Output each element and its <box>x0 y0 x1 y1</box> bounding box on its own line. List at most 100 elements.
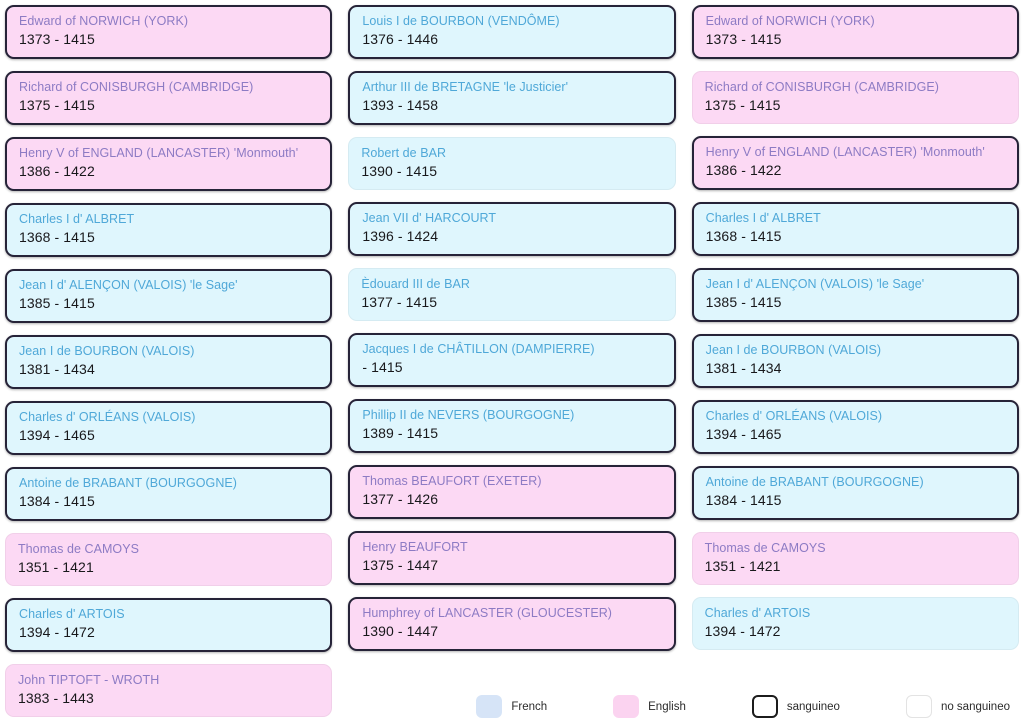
person-name: Charles I d' ALBRET <box>705 211 821 225</box>
person-card[interactable]: Arthur III de BRETAGNE 'le Justicier' 139… <box>348 71 676 125</box>
person-card[interactable]: Charles I d' ALBRET 1368 - 1415 <box>691 202 1019 256</box>
person-card[interactable]: Louis I de BOURBON (VENDÔME) 1376 - 1446 <box>348 5 676 59</box>
person-card[interactable]: Jean I de BOURBON (VALOIS) 1381 - 1434 <box>691 334 1019 388</box>
person-card[interactable]: Henry V of ENGLAND (LANCASTER) 'Monmouth… <box>691 136 1019 190</box>
person-dates: 1377 - 1415 <box>361 293 438 310</box>
person-name: Antoine de BRABANT (BOURGOGNE) <box>19 476 238 490</box>
person-name: Thomas de CAMOYS <box>704 540 826 555</box>
person-dates: 1394 - 1472 <box>19 624 95 640</box>
person-card[interactable]: Humphrey of LANCASTER (GLOUCESTER)1390 -… <box>348 597 676 651</box>
person-name: Jean VII d' HARCOURT <box>362 211 497 225</box>
person-card[interactable]: Thomas de CAMOYS 1351 - 1421 <box>691 532 1019 585</box>
person-card[interactable]: Edward of NORWICH (YORK) 1373 - 1415 <box>691 5 1019 59</box>
person-card[interactable]: Phillip II de NEVERS (BOURGOGNE) 1389 - 1… <box>348 399 676 453</box>
person-card[interactable]: Thomas de CAMOYS 1351 - 1421 <box>5 533 333 586</box>
person-card[interactable]: Antoine de BRABANT (BOURGOGNE)1384 - 141… <box>5 467 333 521</box>
person-card[interactable]: Jacques I de CHÂTILLON (DAMPIERRE) - 1415 <box>348 333 676 387</box>
person-name: Charles d' ORLÉANS (VALOIS) <box>705 409 883 423</box>
legend-swatch-sanguineo-icon <box>751 695 778 718</box>
person-name: Charles d' ARTOIS <box>19 607 125 621</box>
person-card[interactable]: Charles d' ORLÉANS (VALOIS) 1394 - 1465 <box>691 400 1019 454</box>
person-dates: 1394 - 1472 <box>704 622 781 639</box>
person-card[interactable]: Jean I de BOURBON (VALOIS) 1381 - 1434 <box>5 335 333 389</box>
legend-item-no-sanguineo[interactable]: no sanguineo <box>905 695 1010 718</box>
person-dates: 1396 - 1424 <box>362 228 439 244</box>
person-name: Edward of NORWICH (YORK) <box>19 14 189 28</box>
person-dates: 1376 - 1446 <box>362 31 439 47</box>
person-card[interactable]: Edward of NORWICH (YORK) 1373 - 1415 <box>5 5 333 59</box>
person-name: Richard of CONISBURGH (CAMBRIDGE) <box>704 79 939 94</box>
person-card[interactable]: Henry BEAUFORT 1375 - 1447 <box>348 531 676 585</box>
person-dates: 1368 - 1415 <box>705 228 782 244</box>
person-dates: 1375 - 1415 <box>19 97 95 113</box>
person-card[interactable]: Robert de BAR 1390 - 1415 <box>348 137 676 190</box>
person-name: Thomas de CAMOYS <box>18 541 139 556</box>
person-dates: - 1415 <box>362 359 403 375</box>
legend: French English sanguineo no sanguineo <box>0 695 1024 718</box>
person-name: Jean I d' ALENÇON (VALOIS) 'le Sage' <box>705 277 925 291</box>
person-card[interactable]: Jean I d' ALENÇON (VALOIS) 'le Sage'1385… <box>691 268 1019 322</box>
person-dates: 1381 - 1434 <box>19 361 95 377</box>
legend-label: English <box>648 700 686 713</box>
person-name: Robert de BAR <box>361 145 447 160</box>
person-dates: 1386 - 1422 <box>705 162 782 178</box>
person-name: Èdouard III de BAR <box>361 276 470 291</box>
person-dates: 1375 - 1415 <box>704 96 781 113</box>
person-dates: 1373 - 1415 <box>705 31 782 47</box>
person-dates: 1393 - 1458 <box>362 97 439 113</box>
person-card[interactable]: Charles d' ARTOIS 1394 - 1472 <box>5 598 333 652</box>
legend-swatch-french-icon <box>476 695 503 718</box>
person-dates: 1381 - 1434 <box>705 360 782 376</box>
person-dates: 1389 - 1415 <box>362 425 439 441</box>
person-dates: 1390 - 1447 <box>362 623 439 639</box>
legend-label: sanguineo <box>786 700 840 713</box>
person-name: Jean I de BOURBON (VALOIS) <box>705 343 882 357</box>
legend-item-french[interactable]: French <box>476 695 547 718</box>
person-card[interactable]: Èdouard III de BAR 1377 - 1415 <box>348 268 676 321</box>
legend-label: French <box>511 700 548 713</box>
person-dates: 1373 - 1415 <box>19 31 95 47</box>
person-card[interactable]: Charles I d' ALBRET 1368 - 1415 <box>5 203 333 257</box>
person-name: Charles I d' ALBRET <box>19 212 135 226</box>
legend-item-english[interactable]: English <box>613 695 686 718</box>
person-name: Richard of CONISBURGH (CAMBRIDGE) <box>19 80 254 94</box>
person-card[interactable]: Jean I d' ALENÇON (VALOIS) 'le Sage'1385… <box>5 269 333 323</box>
person-name: Henry BEAUFORT <box>362 540 468 554</box>
legend-swatch-english-icon <box>613 695 640 718</box>
person-dates: 1368 - 1415 <box>19 229 95 245</box>
person-card[interactable]: Charles d' ARTOIS 1394 - 1472 <box>691 597 1019 650</box>
person-card[interactable]: Richard of CONISBURGH (CAMBRIDGE) 1375 - … <box>691 71 1019 124</box>
legend-item-sanguineo[interactable]: sanguineo <box>751 695 840 718</box>
person-card[interactable]: Thomas BEAUFORT (EXETER)1377 - 1426 <box>348 465 676 519</box>
person-dates: 1351 - 1421 <box>704 557 781 574</box>
person-card[interactable]: Henry V of ENGLAND (LANCASTER) 'Monmouth… <box>5 137 333 191</box>
legend-swatch-no-sanguineo-icon <box>905 695 932 718</box>
person-dates: 1390 - 1415 <box>361 162 438 179</box>
person-name: Charles d' ORLÉANS (VALOIS) <box>19 410 196 424</box>
person-name: Charles d' ARTOIS <box>704 605 811 620</box>
person-name: Phillip II de NEVERS (BOURGOGNE) <box>362 408 575 422</box>
person-name: Arthur III de BRETAGNE 'le Justicier' <box>362 80 569 94</box>
person-card[interactable]: Jean VII d' HARCOURT 1396 - 1424 <box>348 202 676 256</box>
person-name: Thomas BEAUFORT (EXETER) <box>362 474 542 488</box>
person-dates: 1384 - 1415 <box>705 492 782 508</box>
person-dates: 1351 - 1421 <box>18 558 94 575</box>
person-name: Edward of NORWICH (YORK) <box>705 14 875 28</box>
person-name: Antoine de BRABANT (BOURGOGNE) <box>705 475 924 489</box>
person-dates: 1375 - 1447 <box>362 557 439 573</box>
legend-label: no sanguineo <box>940 700 1010 713</box>
person-dates: 1383 - 1443 <box>18 689 94 706</box>
person-name: Henry V of ENGLAND (LANCASTER) 'Monmouth… <box>705 145 985 159</box>
person-name: Jean I de BOURBON (VALOIS) <box>19 344 195 358</box>
person-card[interactable]: Antoine de BRABANT (BOURGOGNE) 1384 - 141… <box>691 466 1019 520</box>
person-card[interactable]: Charles d' ORLÉANS (VALOIS)1394 - 1465 <box>5 401 333 455</box>
person-card[interactable]: Richard of CONISBURGH (CAMBRIDGE) 1375 - … <box>5 71 333 125</box>
person-name: Louis I de BOURBON (VENDÔME) <box>362 14 560 28</box>
person-name: Jacques I de CHÂTILLON (DAMPIERRE) <box>362 342 595 356</box>
person-dates: 1394 - 1465 <box>705 426 782 442</box>
